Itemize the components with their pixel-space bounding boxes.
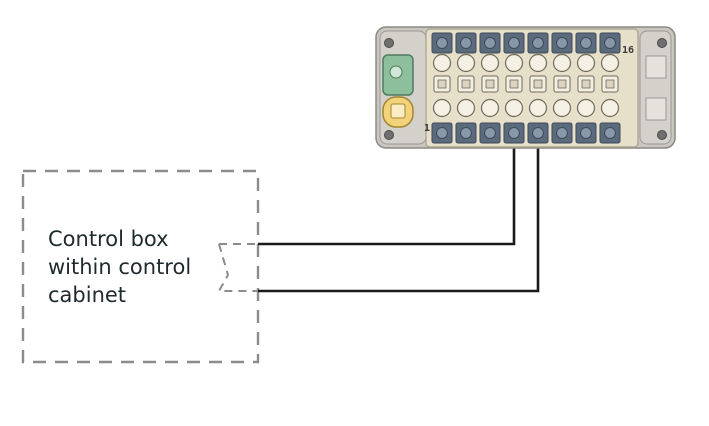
terminal-screw (556, 127, 568, 139)
pin-label-1: 1 (424, 123, 430, 134)
terminal-screw (556, 37, 568, 49)
screw-hole (384, 38, 394, 48)
screw-hole (384, 130, 394, 140)
terminal-blocks (431, 32, 621, 144)
wire-1 (258, 122, 516, 246)
pin-label-16: 16 (622, 45, 634, 56)
connector-insert: 16 1 (375, 26, 676, 149)
contact-hole (480, 98, 500, 118)
control-box: Control box within control cabinet (21, 169, 260, 364)
contact-hole (552, 98, 572, 118)
contact-latch-inner (605, 79, 615, 89)
contact-latch-inner (533, 79, 543, 89)
terminal-screw (604, 37, 616, 49)
terminal-screw (484, 127, 496, 139)
contact-latch-inner (461, 79, 471, 89)
control-box-label-line-3: cabinet (48, 283, 126, 307)
contact-latch-inner (485, 79, 495, 89)
terminal-screw (508, 127, 520, 139)
contact-hole (600, 98, 620, 118)
terminal-screw (460, 127, 472, 139)
contact-latch-inner (509, 79, 519, 89)
control-box-label-line-1: Control box (48, 227, 169, 251)
contact-latch-inner (581, 79, 591, 89)
terminal-screw (436, 127, 448, 139)
screw-hole (657, 38, 667, 48)
terminal-screw (460, 37, 472, 49)
terminal-screw (532, 37, 544, 49)
contact-hole (480, 53, 500, 73)
terminal-screw (436, 37, 448, 49)
contact-hole (528, 98, 548, 118)
contact-hole (456, 98, 476, 118)
terminal-screw (604, 127, 616, 139)
control-box-label-line-2: within control (48, 255, 191, 279)
contact-hole (528, 53, 548, 73)
contact-latch-inner (437, 79, 447, 89)
contact-hole (552, 53, 572, 73)
terminal-screw (580, 37, 592, 49)
terminal-screw (484, 37, 496, 49)
contact-hole (432, 53, 452, 73)
terminal-screw (508, 37, 520, 49)
contact-hole (576, 98, 596, 118)
wire-2 (258, 122, 540, 293)
contact-hole (600, 53, 620, 73)
terminal-screw (580, 127, 592, 139)
contact-latch-inner (557, 79, 567, 89)
terminal-screw (532, 127, 544, 139)
contact-hole (576, 53, 596, 73)
wires (258, 122, 540, 293)
contact-hole (504, 98, 524, 118)
contact-hole (504, 53, 524, 73)
contact-hole (432, 98, 452, 118)
screw-hole (657, 130, 667, 140)
contact-hole (456, 53, 476, 73)
